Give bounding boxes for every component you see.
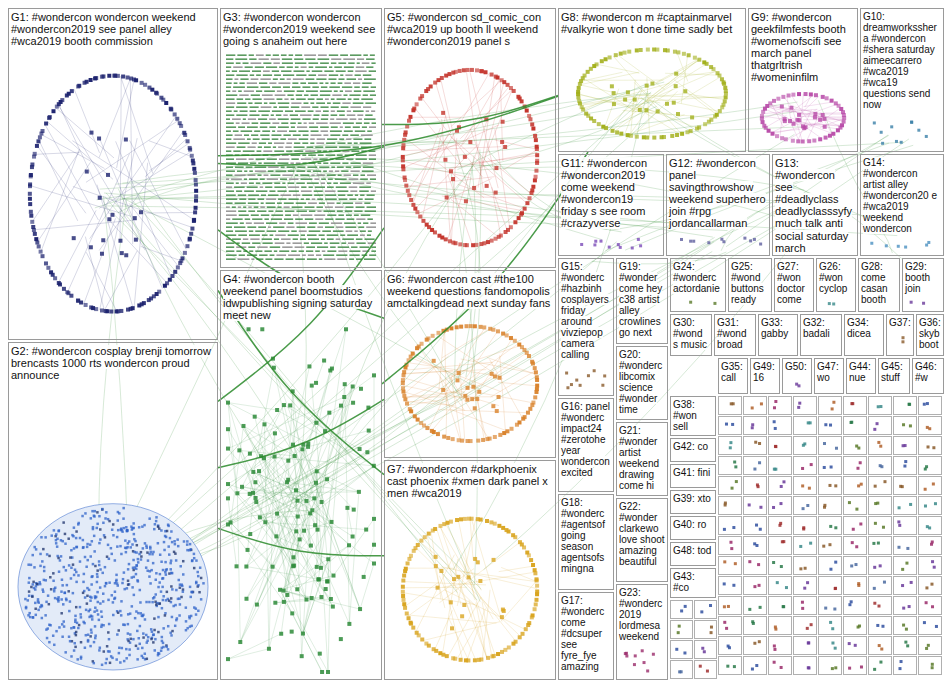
canvas: G1: #wondercon wondercon weekend #wonder… xyxy=(0,0,950,688)
